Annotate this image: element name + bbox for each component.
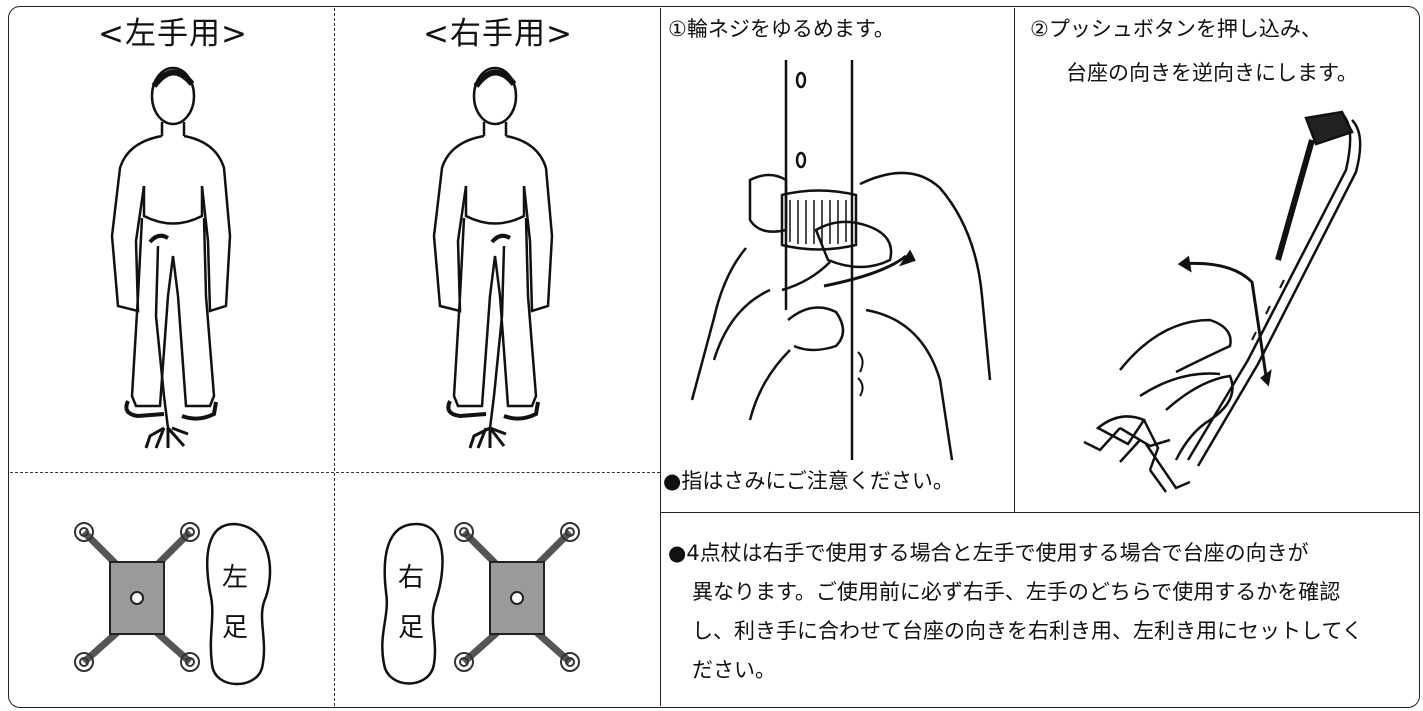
right-hand-title: <右手用> xyxy=(423,16,573,52)
standing-man-right-hand-illustration xyxy=(432,66,554,449)
left-hand-base-diagram: 左 足 xyxy=(74,522,272,686)
usage-notice-line-4: ださい。 xyxy=(692,658,776,682)
step1-caution: ●指はさみにご注意ください。 xyxy=(663,469,954,493)
row-divider-dashed xyxy=(10,472,660,473)
standing-man-left-hand-illustration xyxy=(110,66,232,449)
step1-ring-screw-illustration xyxy=(690,60,992,461)
step2-line1: ②プッシュボタンを押し込み、 xyxy=(1030,17,1322,41)
step1-text: ①輪ネジをゆるめます。 xyxy=(668,17,895,41)
instruction-frame xyxy=(8,6,1420,708)
left-foot-char-1: 左 xyxy=(222,563,248,593)
usage-notice-line-3: し、利き手に合わせて台座の向きを右利き用、左利き用にセットしてく xyxy=(692,619,1363,643)
column-divider-steps xyxy=(1014,8,1015,512)
column-divider-main xyxy=(660,8,661,706)
right-hand-base-diagram: 右 足 xyxy=(381,522,580,685)
left-hand-title: <左手用> xyxy=(98,16,248,52)
usage-notice: ●4点杖は右手で使用する場合と左手で使用する場合で台座の向きが 異なります。ご使… xyxy=(668,534,1363,690)
step2-line2: 台座の向きを逆向きにします。 xyxy=(1066,61,1358,85)
usage-notice-line-1: ●4点杖は右手で使用する場合と左手で使用する場合で台座の向きが xyxy=(668,541,1309,565)
usage-notice-line-2: 異なります。ご使用前に必ず右手、左手のどちらで使用するかを確認 xyxy=(692,580,1341,604)
right-foot-char-2: 足 xyxy=(398,613,424,643)
left-foot-char-2: 足 xyxy=(222,613,248,643)
right-foot-char-1: 右 xyxy=(398,563,424,593)
column-divider-dashed xyxy=(334,8,335,706)
step2-push-button-illustration xyxy=(1083,110,1362,493)
row-divider-steps xyxy=(661,512,1420,513)
